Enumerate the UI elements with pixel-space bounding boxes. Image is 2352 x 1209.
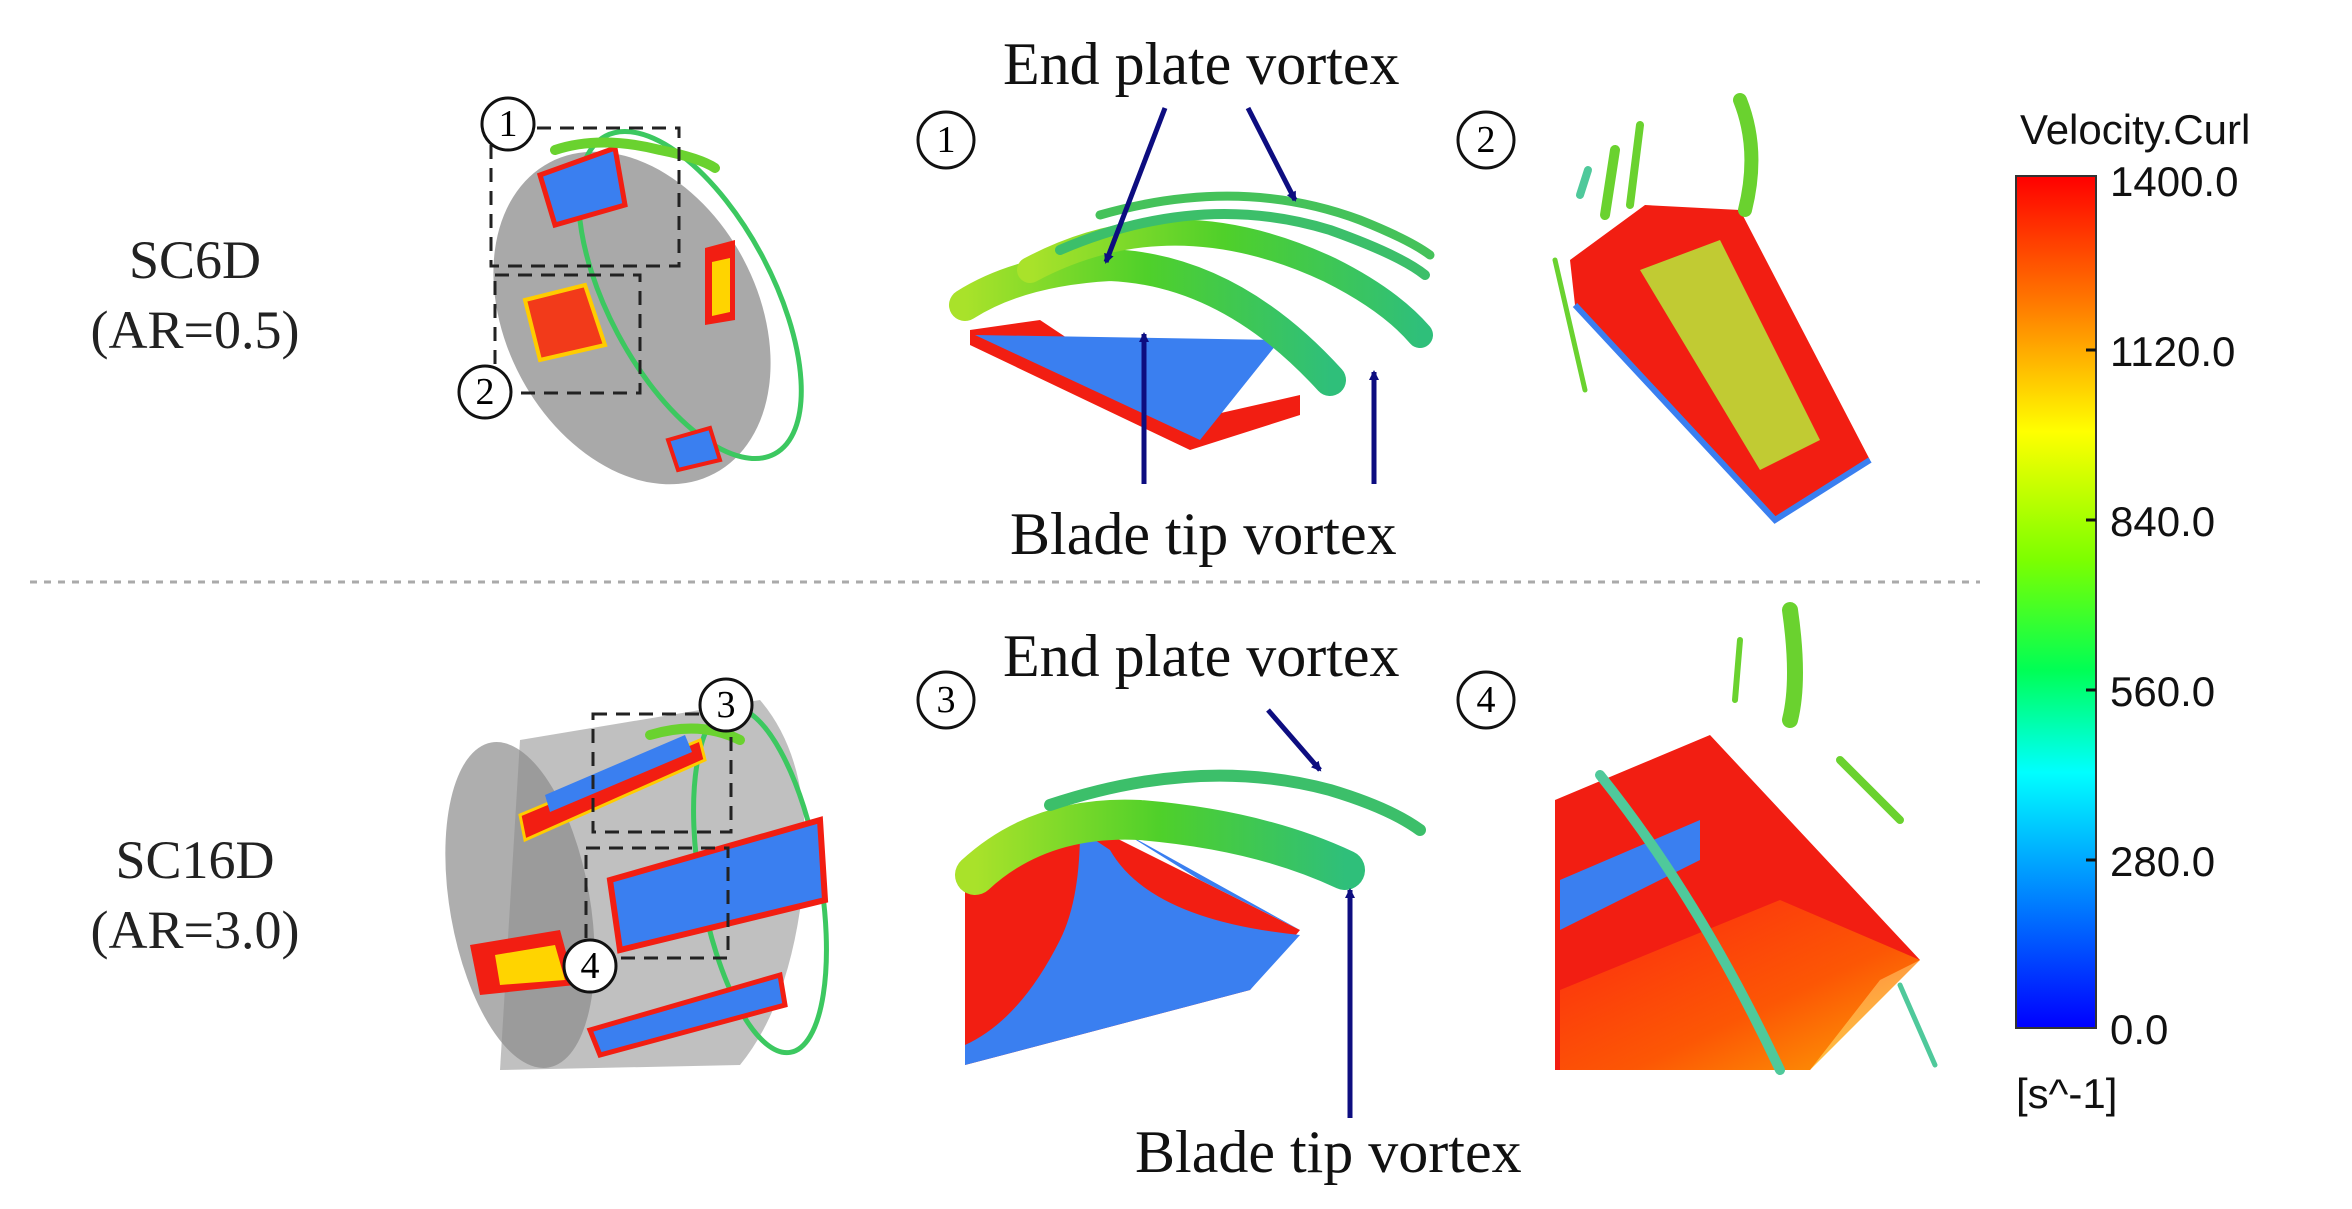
marker-1a-label: 1 <box>498 103 518 145</box>
marker-3a-label: 3 <box>716 684 736 726</box>
row-label-sc6d-ar: (AR=0.5) <box>90 300 300 360</box>
row-label-sc6d: SC6D (AR=0.5) <box>45 225 345 365</box>
marker-circle-2b <box>1456 110 1516 170</box>
colorbar-title: Velocity.Curl <box>2020 106 2251 153</box>
panel-1-visual <box>949 191 1435 450</box>
marker-circle-4b <box>1456 670 1516 730</box>
marker-4b-label: 4 <box>1476 679 1496 721</box>
sc6d-region-2-box <box>493 273 642 395</box>
marker-circle-4a <box>562 938 618 994</box>
marker-circle-2a <box>457 364 513 420</box>
row-label-sc16d: SC16D (AR=3.0) <box>45 825 345 965</box>
colorbar-unit: [s^-1] <box>2016 1070 2118 1117</box>
marker-2a-label: 2 <box>475 371 495 413</box>
colorbar-tick-840: 840.0 <box>2110 498 2216 545</box>
marker-3b-label: 3 <box>936 679 956 721</box>
marker-circle-3b <box>916 670 976 730</box>
sc6d-turbine <box>493 128 804 485</box>
panel-4-visual <box>1555 602 1938 1075</box>
colorbar-tick-0: 0.0 <box>2110 1006 2169 1053</box>
annotation-end-plate-vortex-bottom: End plate vortex <box>1003 623 1400 689</box>
marker-2b-label: 2 <box>1476 119 1496 161</box>
sc16d-turbine <box>445 700 829 1070</box>
colorbar-tick-560: 560.0 <box>2110 668 2216 715</box>
sc16d-region-4-box <box>584 846 730 960</box>
colorbar-tick-1120: 1120.0 <box>2110 328 2236 375</box>
colorbar-tick-1400: 1400.0 <box>2110 158 2239 205</box>
row-label-sc6d-name: SC6D <box>128 230 262 290</box>
panel-1-arrows <box>1103 106 1379 484</box>
marker-4a-label: 4 <box>580 945 600 987</box>
annotation-blade-tip-vortex-bottom: Blade tip vortex <box>1135 1119 1522 1185</box>
annotation-end-plate-vortex-top: End plate vortex <box>1003 31 1400 97</box>
marker-circle-1b <box>916 110 976 170</box>
colorbar-tick-280: 280.0 <box>2110 838 2216 885</box>
marker-1b-label: 1 <box>936 119 956 161</box>
colorbar-gradient <box>2015 175 2097 1029</box>
panel-2-visual <box>1552 93 1872 524</box>
marker-circle-1a <box>480 96 536 152</box>
panel-3-arrows <box>1266 708 1355 1118</box>
panel-3-visual <box>955 769 1426 1065</box>
marker-circle-3a <box>698 677 754 733</box>
row-label-sc16d-ar: (AR=3.0) <box>90 900 300 960</box>
row-label-sc16d-name: SC16D <box>115 830 275 890</box>
annotation-blade-tip-vortex-top: Blade tip vortex <box>1010 501 1397 567</box>
colorbar-ticks <box>2086 348 2096 862</box>
sc16d-region-3-box <box>591 712 733 834</box>
sc6d-region-1-box <box>489 126 681 268</box>
